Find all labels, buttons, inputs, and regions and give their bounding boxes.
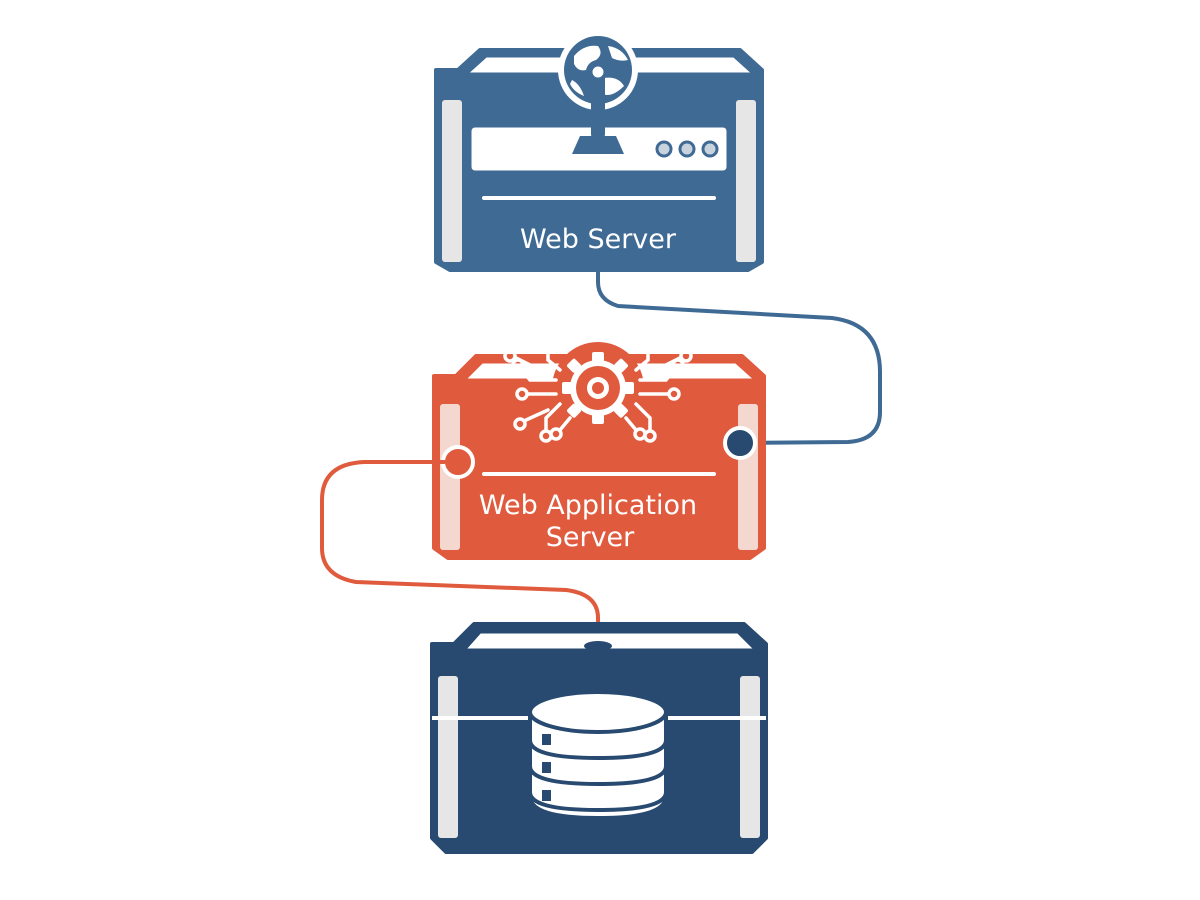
status-light-icon (678, 140, 696, 158)
app-to-database-connector (320, 460, 600, 642)
web-server-node: Web Server (434, 30, 764, 272)
status-light-icon (701, 140, 719, 158)
app-server-node: Web Application Server (432, 331, 766, 560)
app-server-label-line1: Web Application (479, 490, 697, 521)
database-cylinder-icon (528, 690, 668, 821)
web-to-app-connector (596, 268, 882, 445)
globe-antenna-icon (558, 30, 638, 154)
web-server-label: Web Server (520, 224, 677, 255)
database-node (430, 622, 768, 854)
status-light-icon (655, 140, 673, 158)
app-server-left-port (441, 445, 475, 479)
gear-circuit-icon (503, 331, 693, 443)
database-port (584, 641, 612, 651)
app-server-right-port (723, 426, 757, 460)
app-server-label-line2: Server (546, 522, 635, 553)
